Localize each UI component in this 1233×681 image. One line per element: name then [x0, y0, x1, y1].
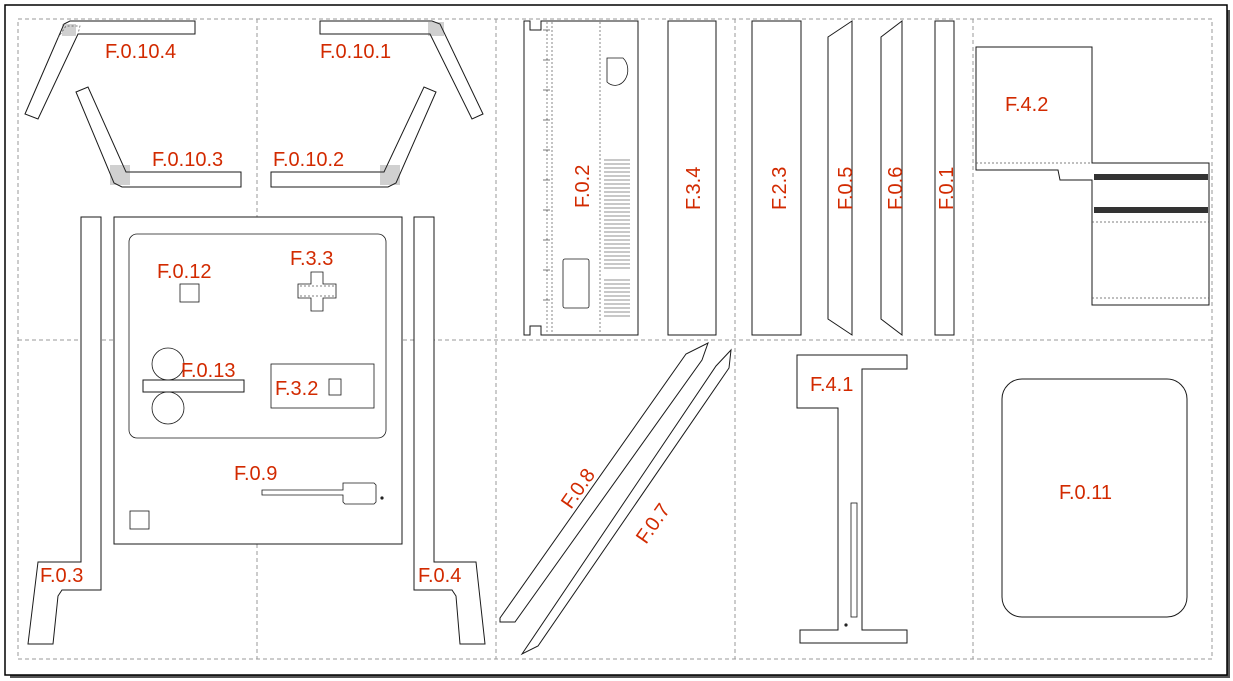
label-f0-10-3: F.0.10.3: [152, 149, 223, 171]
label-f3-4: F.3.4: [683, 167, 705, 210]
label-f0-2: F.0.2: [572, 165, 594, 208]
part-f0-10-1: [319, 20, 484, 120]
label-f0-10-4: F.0.10.4: [105, 41, 176, 63]
label-f0-9: F.0.9: [234, 463, 277, 485]
part-f0-4: [413, 216, 486, 645]
label-f4-2: F.4.2: [1005, 94, 1048, 116]
label-f0-6: F.0.6: [885, 167, 907, 210]
label-f0-3: F.0.3: [40, 565, 83, 587]
part-f0-3: [27, 216, 102, 645]
part-f0-5: [827, 20, 853, 336]
part-f0-7: [520, 348, 732, 656]
label-f4-1: F.4.1: [810, 374, 853, 396]
part-f0-10-4: [24, 20, 196, 120]
part-f0-10-3: [75, 86, 242, 188]
part-f0-12-square: [179, 283, 200, 303]
part-labels: F.0.10.4 F.0.10.1 F.0.10.3 F.0.10.2 F.0.…: [40, 41, 1112, 587]
label-f0-1: F.0.1: [936, 167, 958, 210]
label-f0-12: F.0.12: [157, 261, 211, 283]
part-f3-4: [667, 20, 717, 336]
label-f3-3: F.3.3: [290, 248, 333, 270]
part-f4-1: [796, 354, 908, 644]
label-f0-11: F.0.11: [1059, 482, 1112, 504]
part-f0-6: [880, 19, 903, 337]
part-f3-3-cross: [297, 271, 337, 312]
part-main-panel: [113, 216, 403, 545]
label-f0-10-2: F.0.10.2: [273, 149, 344, 171]
label-f0-5: F.0.5: [835, 167, 857, 210]
label-f0-13: F.0.13: [181, 360, 235, 382]
label-f0-10-1: F.0.10.1: [320, 41, 391, 63]
label-f0-4: F.0.4: [418, 565, 461, 587]
label-f3-2: F.3.2: [275, 378, 318, 400]
label-f2-3: F.2.3: [769, 167, 791, 210]
part-f0-1: [934, 20, 955, 336]
part-f2-3: [751, 20, 802, 336]
part-f4-2: [975, 46, 1210, 306]
part-f0-2: [523, 20, 639, 336]
part-f0-8: [499, 341, 709, 623]
part-f0-10-2: [270, 86, 437, 188]
part-f0-11: [1001, 378, 1188, 618]
